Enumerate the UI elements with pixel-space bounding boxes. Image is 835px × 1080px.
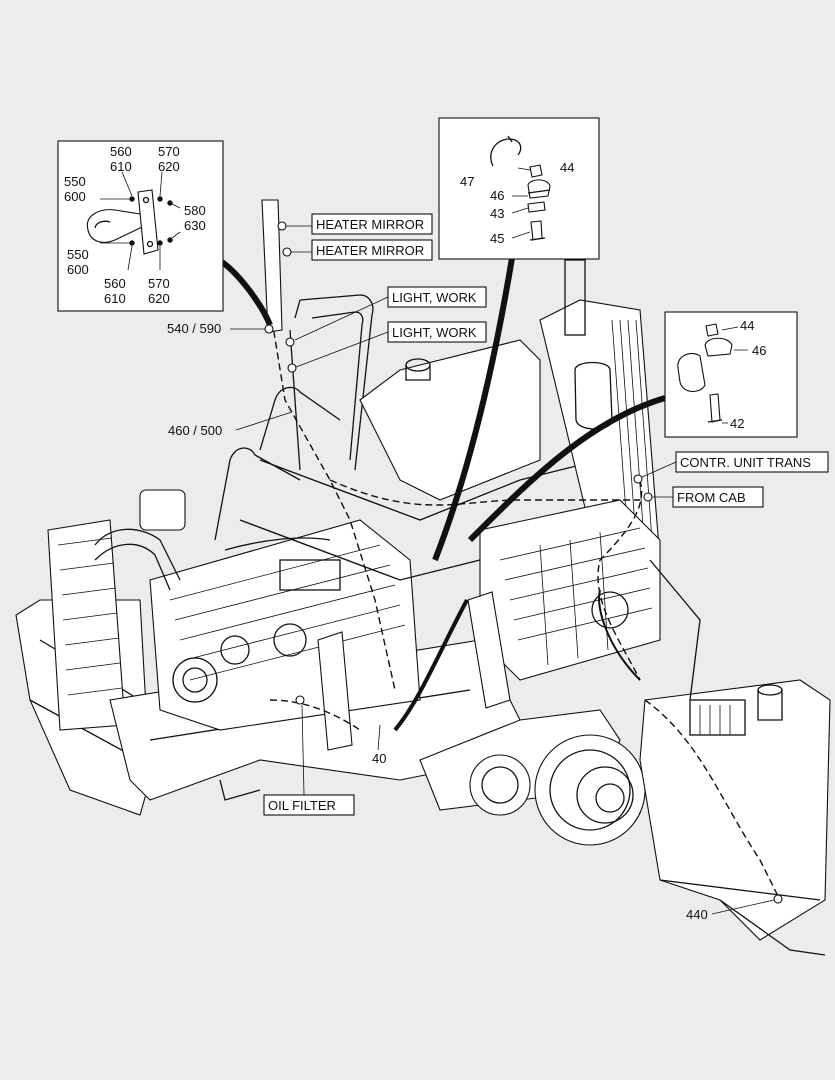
ref-460-500: 460 / 500 <box>168 411 293 438</box>
inset-handle-label: 600 <box>64 189 86 204</box>
inset-handle-label: 610 <box>110 159 132 174</box>
callout-heater-mirror-1: HEATER MIRROR <box>277 213 433 235</box>
inset-handle-label: 580 <box>184 203 206 218</box>
fuel-tank <box>359 339 541 501</box>
machine-illustration <box>15 249 831 956</box>
callout-label: HEATER MIRROR <box>316 243 424 258</box>
wheel-hub <box>534 734 646 846</box>
inset-handle-label: 560 <box>104 276 126 291</box>
callout-label: OIL FILTER <box>268 798 336 813</box>
ref-label: 540 / 590 <box>167 321 221 336</box>
callout-label: LIGHT, WORK <box>392 290 477 305</box>
inset-clip-label: 46 <box>752 343 766 358</box>
inset-handle-label: 610 <box>104 291 126 306</box>
callout-from-cab: FROM CAB <box>643 486 764 508</box>
inset-leaders <box>220 257 666 732</box>
inset-clip-label: 45 <box>490 231 504 246</box>
inset-clip-right: 44 46 42 <box>664 311 798 438</box>
callout-heater-mirror-2: HEATER MIRROR <box>282 239 433 261</box>
inset-handle-label: 620 <box>158 159 180 174</box>
ref-540-590: 540 / 590 <box>167 321 274 336</box>
inset-handle-label: 560 <box>110 144 132 159</box>
inset-clip-label: 44 <box>560 160 574 175</box>
inset-handle-label: 550 <box>67 247 89 262</box>
inset-clip-label: 46 <box>490 188 504 203</box>
inset-handle-label: 570 <box>148 276 170 291</box>
ref-40: 40 <box>372 724 386 766</box>
ref-440: 440 <box>686 894 783 922</box>
transmission <box>479 499 661 681</box>
inset-handle-label: 630 <box>184 218 206 233</box>
inset-clip-label: 47 <box>460 174 474 189</box>
callout-label: LIGHT, WORK <box>392 325 477 340</box>
inset-handle-label: 600 <box>67 262 89 277</box>
callout-contr-unit-trans: CONTR. UNIT TRANS <box>633 451 829 484</box>
inset-handle-label: 550 <box>64 174 86 189</box>
cab-frame <box>214 447 301 541</box>
inset-clip-label: 43 <box>490 206 504 221</box>
radiator <box>47 519 126 731</box>
inset-clip-label: 44 <box>740 318 754 333</box>
callout-oil-filter: OIL FILTER <box>263 695 355 816</box>
callout-light-work-2: LIGHT, WORK <box>287 321 487 373</box>
callout-label: CONTR. UNIT TRANS <box>680 455 811 470</box>
ref-label: 440 <box>686 907 708 922</box>
inset-clip-top: 47 44 46 43 45 <box>438 117 600 260</box>
rear-body <box>639 679 831 941</box>
inset-clip-label: 42 <box>730 416 744 431</box>
inset-handle-label: 620 <box>148 291 170 306</box>
inset-handle: 560 610 570 620 550 600 580 630 550 600 … <box>57 140 224 312</box>
ref-label: 40 <box>372 751 386 766</box>
inset-handle-label: 570 <box>158 144 180 159</box>
callout-label: HEATER MIRROR <box>316 217 424 232</box>
callout-light-work-1: LIGHT, WORK <box>285 286 487 347</box>
ref-label: 460 / 500 <box>168 423 222 438</box>
callout-label: FROM CAB <box>677 490 746 505</box>
